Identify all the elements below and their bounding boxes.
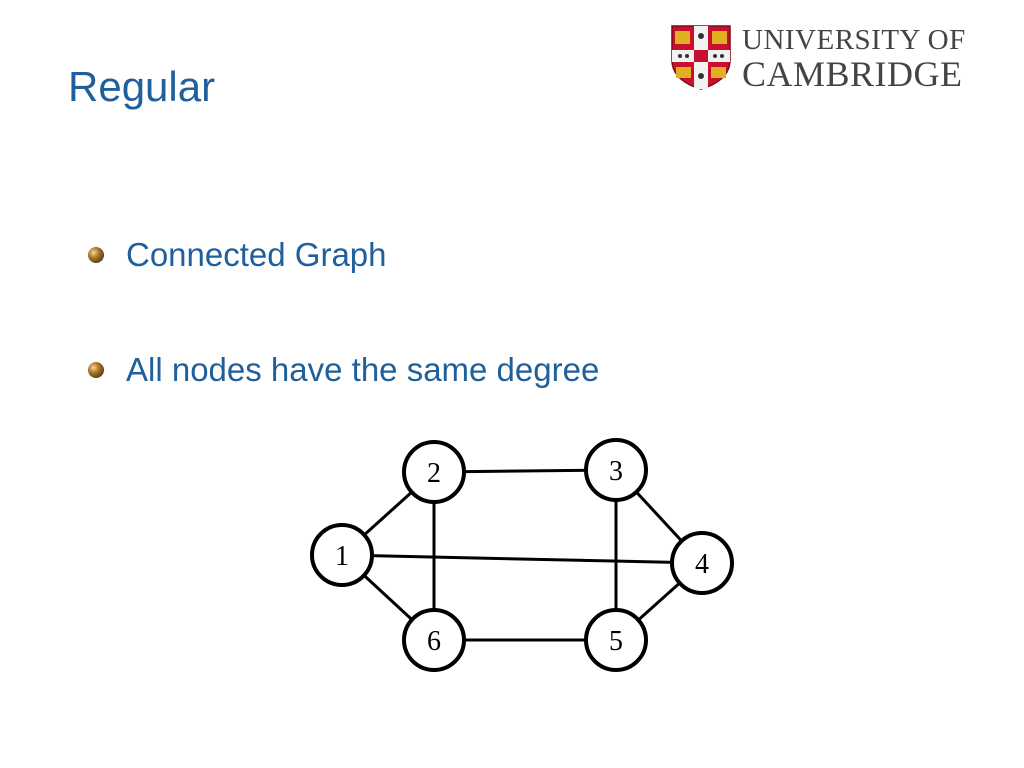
bullet-item: All nodes have the same degree (86, 347, 606, 392)
graph-node-circle (310, 523, 374, 587)
graph-node-circle (402, 608, 466, 672)
graph-node-6: 6 (402, 608, 466, 672)
graph-node-label: 6 (427, 626, 441, 657)
university-logo: UNIVERSITY OF CAMBRIDGE (670, 24, 990, 92)
graph-node-1: 1 (310, 523, 374, 587)
graph-node-circle (584, 438, 648, 502)
graph-node-label: 2 (427, 458, 441, 489)
graph-node-circle (584, 608, 648, 672)
bullet-list: Connected Graph All nodes have the same … (86, 232, 606, 462)
graph-node-4: 4 (670, 531, 734, 595)
bullet-text: Connected Graph (126, 236, 387, 273)
graph-node-label: 4 (695, 549, 709, 580)
graph-node-5: 5 (584, 608, 648, 672)
bullet-text: All nodes have the same degree (126, 351, 600, 388)
graph-node-label: 1 (335, 541, 349, 572)
slide-title: Regular (68, 63, 216, 110)
bullet-item: Connected Graph (86, 232, 606, 277)
graph-node-circle (670, 531, 734, 595)
graph-node-circle (402, 440, 466, 504)
bronze-ball-icon (88, 362, 104, 378)
graph-edge-1-4 (341, 553, 703, 565)
graph-node-2: 2 (402, 440, 466, 504)
cambridge-crest-icon (671, 25, 731, 90)
logo-line-university: UNIVERSITY OF (742, 24, 966, 56)
graph-node-label: 5 (609, 626, 623, 657)
graph-node-label: 3 (609, 456, 623, 487)
regular-graph-diagram: 1 2 3 4 5 6 (310, 438, 734, 672)
bronze-ball-icon (88, 247, 104, 263)
logo-line-cambridge: CAMBRIDGE (742, 54, 963, 94)
graph-node-3: 3 (584, 438, 648, 502)
